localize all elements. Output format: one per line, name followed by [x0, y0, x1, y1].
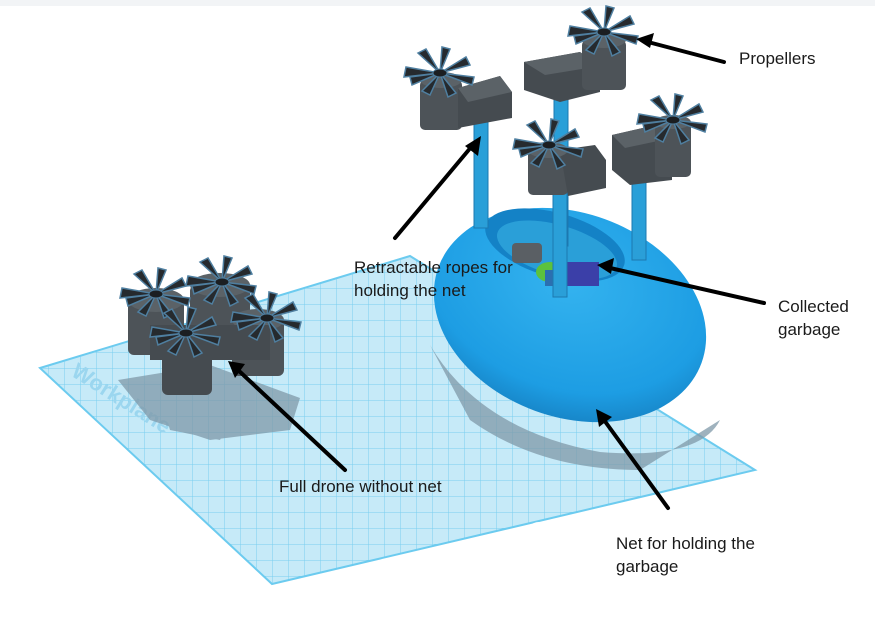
arrows [228, 33, 766, 510]
label-propellers: Propellers [739, 49, 816, 68]
label-retractable-ropes: Retractable ropes for holding the net [354, 258, 513, 300]
arrow-icon [228, 361, 347, 472]
arrow-icon [636, 33, 726, 64]
erasure-patches [525, 292, 872, 552]
top-border [0, 0, 875, 6]
small-drone [119, 255, 302, 395]
arrow-icon [596, 409, 670, 510]
big-drone [403, 5, 708, 196]
arrow-icon [393, 136, 481, 240]
label-net: Net for holding the garbage [616, 534, 755, 576]
label-collected-garbage: Collected garbage [778, 297, 849, 339]
arrow-icon [597, 258, 766, 305]
label-full-drone: Full drone without net [279, 477, 442, 496]
